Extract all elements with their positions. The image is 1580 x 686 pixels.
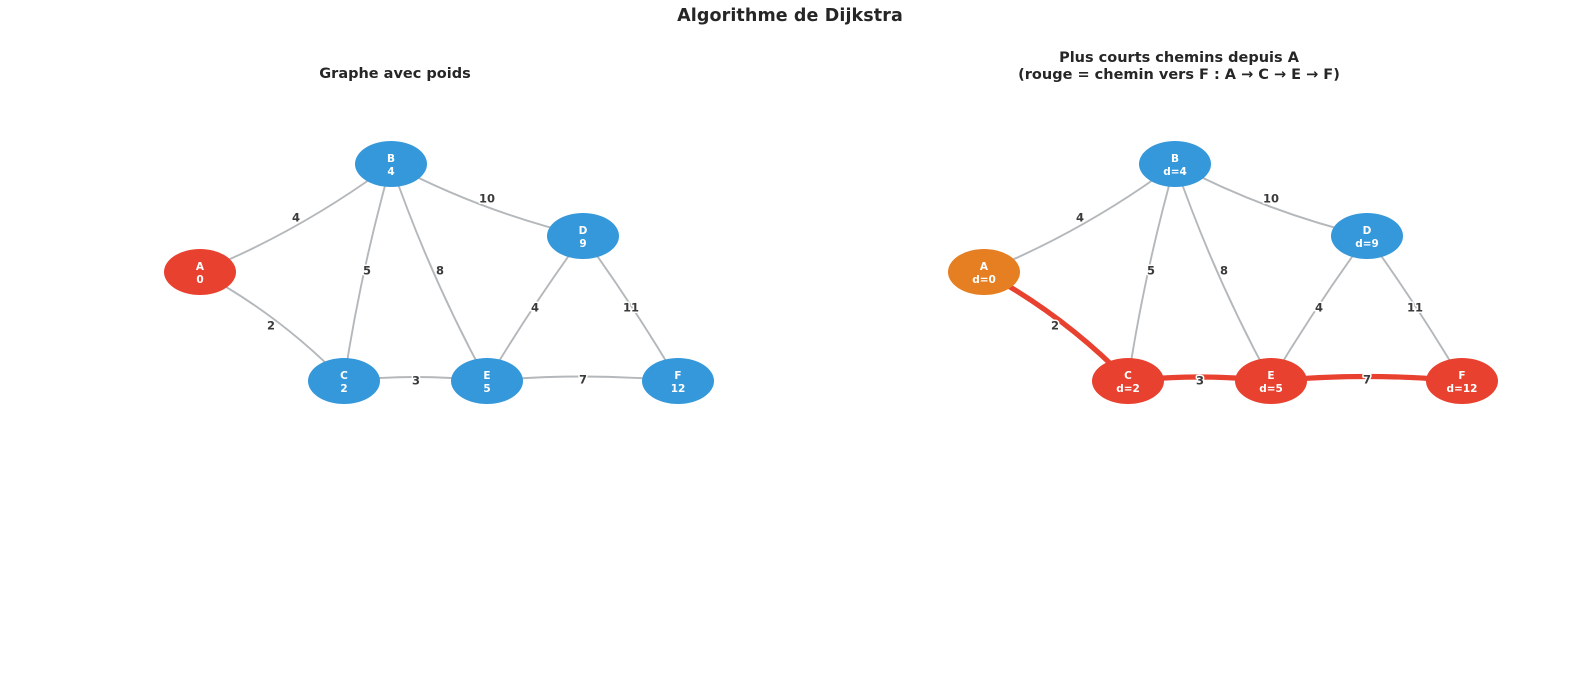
node-e[interactable]: Ed=5 [1235, 358, 1307, 404]
node-shape-b [355, 141, 427, 187]
node-a[interactable]: A0 [164, 249, 236, 295]
edge-weight-d-e: 4 [531, 301, 539, 315]
node-value-d: 9 [579, 238, 586, 250]
edge-weight-a-b: 4 [1076, 211, 1084, 225]
edge-weight-c-e: 3 [1196, 374, 1204, 388]
panel-title-right-line1: Plus courts chemins depuis A [1059, 50, 1299, 66]
node-shape-a [164, 249, 236, 295]
edge-b-e [1174, 163, 1272, 382]
node-b[interactable]: Bd=4 [1139, 141, 1211, 187]
panel-title-left: Graphe avec poids [319, 66, 471, 82]
node-shape-d [547, 213, 619, 259]
node-f[interactable]: Fd=12 [1426, 358, 1498, 404]
node-shape-e [1235, 358, 1307, 404]
node-label-c: C [1124, 370, 1132, 382]
edge-weight-b-e: 8 [436, 264, 444, 278]
node-shape-f [642, 358, 714, 404]
node-value-f: 12 [671, 383, 686, 395]
edge-weight-e-f: 7 [579, 373, 587, 387]
node-c[interactable]: Cd=2 [1092, 358, 1164, 404]
node-label-d: D [1363, 225, 1372, 237]
node-value-a: 0 [196, 274, 203, 286]
edge-weight-e-f: 7 [1363, 373, 1371, 387]
node-shape-f [1426, 358, 1498, 404]
panel-plus-courts-chemins: Plus courts chemins depuis A (rouge = ch… [784, 0, 1574, 686]
node-a[interactable]: Ad=0 [948, 249, 1020, 295]
node-value-f: d=12 [1447, 383, 1478, 395]
node-label-a: A [196, 261, 205, 273]
node-value-d: d=9 [1355, 238, 1379, 250]
node-label-f: F [1458, 370, 1465, 382]
node-d[interactable]: Dd=9 [1331, 213, 1403, 259]
node-value-c: 2 [340, 383, 347, 395]
edge-weight-a-c: 2 [267, 319, 275, 333]
node-label-d: D [579, 225, 588, 237]
node-value-b: d=4 [1163, 166, 1187, 178]
node-shape-e [451, 358, 523, 404]
edge-weight-b-c: 5 [363, 264, 371, 278]
node-label-a: A [980, 261, 989, 273]
node-label-e: E [1267, 370, 1274, 382]
node-d[interactable]: D9 [547, 213, 619, 259]
node-shape-c [1092, 358, 1164, 404]
edge-weight-b-d: 10 [479, 192, 495, 206]
panel-title-right: Plus courts chemins depuis A (rouge = ch… [784, 50, 1574, 84]
edge-weight-a-b: 4 [292, 211, 300, 225]
node-shape-c [308, 358, 380, 404]
node-e[interactable]: E5 [451, 358, 523, 404]
edge-weight-d-e: 4 [1315, 301, 1323, 315]
node-label-f: F [674, 370, 681, 382]
edge-weight-a-c: 2 [1051, 319, 1059, 333]
node-label-b: B [387, 153, 395, 165]
node-value-e: 5 [483, 383, 490, 395]
node-value-e: d=5 [1259, 383, 1283, 395]
node-label-c: C [340, 370, 348, 382]
edge-b-e [390, 163, 488, 382]
edge-weight-c-e: 3 [412, 374, 420, 388]
node-shape-a [948, 249, 1020, 295]
edge-weight-d-f: 11 [623, 301, 639, 315]
node-shape-d [1331, 213, 1403, 259]
edge-b-c [1127, 163, 1176, 382]
page-title: Algorithme de Dijkstra [677, 6, 903, 26]
node-label-b: B [1171, 153, 1179, 165]
graph-canvas-right: Ad=0 Bd=4Cd=2 Dd=9Ed=5 Fd=12 4 2 5 8 10 3 4 11 7 [948, 141, 1498, 404]
edge-weight-b-e: 8 [1220, 264, 1228, 278]
node-f[interactable]: F12 [642, 358, 714, 404]
node-value-c: d=2 [1116, 383, 1140, 395]
node-value-a: d=0 [972, 274, 996, 286]
node-c[interactable]: C2 [308, 358, 380, 404]
panel-title-right-line2: (rouge = chemin vers F : A → C → E → F) [1018, 67, 1340, 83]
node-shape-b [1139, 141, 1211, 187]
edge-weight-d-f: 11 [1407, 301, 1423, 315]
edge-b-c [343, 163, 392, 382]
edge-weight-b-d: 10 [1263, 192, 1279, 206]
node-label-e: E [483, 370, 490, 382]
edge-weight-b-c: 5 [1147, 264, 1155, 278]
node-value-b: 4 [387, 166, 394, 178]
node-b[interactable]: B4 [355, 141, 427, 187]
